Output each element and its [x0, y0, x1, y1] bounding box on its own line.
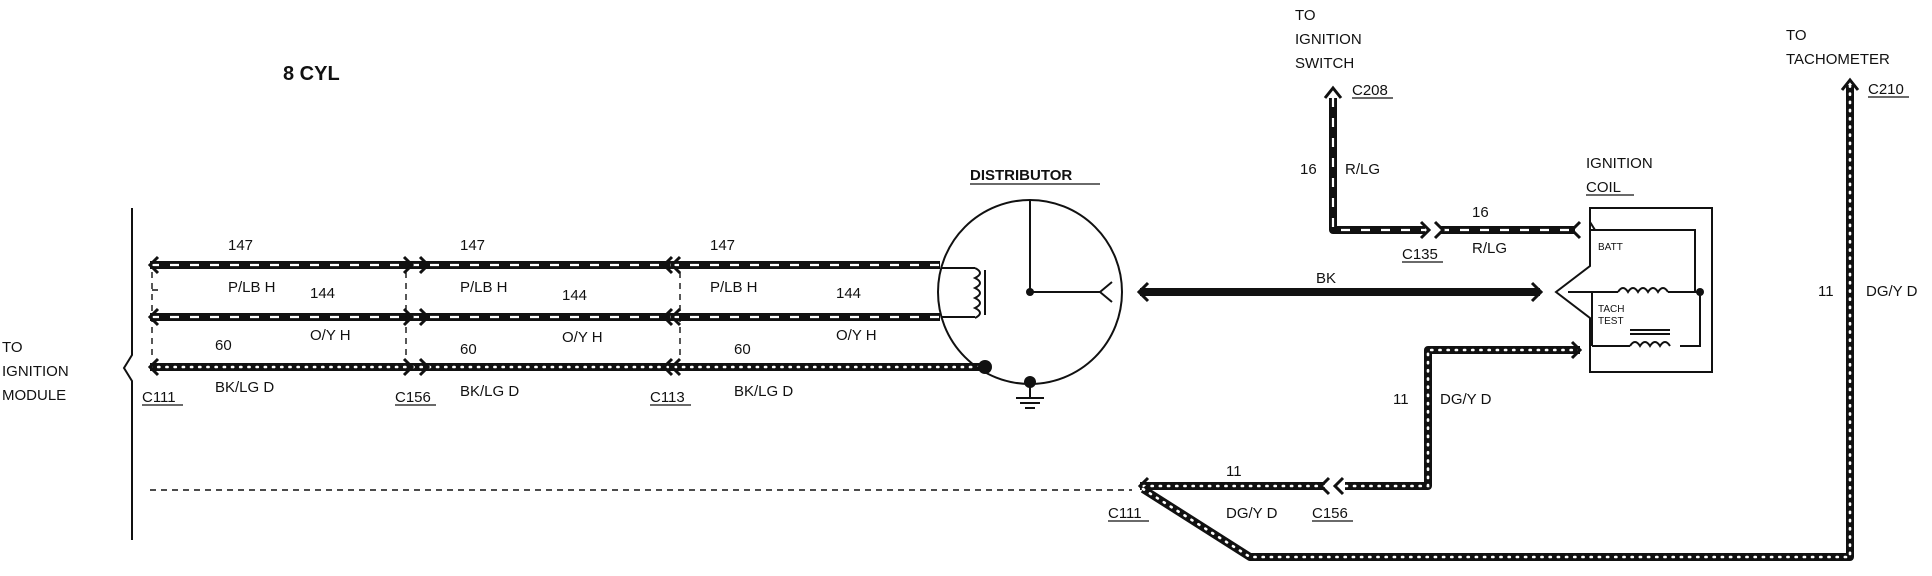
c147-number-1: 147 — [228, 237, 253, 254]
c60-number-3: 60 — [734, 341, 751, 358]
c144-number-2: 144 — [562, 287, 587, 304]
c60-color-2: BK/LG D — [460, 383, 519, 400]
to-tachometer-line2: TACHOMETER — [1786, 51, 1890, 68]
c16-number-vertical: 16 — [1300, 161, 1317, 178]
to-ignition-module-line3: MODULE — [2, 387, 66, 404]
c60-color-3: BK/LG D — [734, 383, 793, 400]
c147-color-1: P/LB H — [228, 279, 276, 296]
tach-test-label-line1: TACH — [1598, 304, 1624, 315]
c11-color-tach: DG/Y D — [1866, 283, 1918, 300]
c16-color-vertical: R/LG — [1345, 161, 1380, 178]
c144-number-3: 144 — [836, 285, 861, 302]
distributor — [937, 199, 1123, 409]
c11-color-coil: DG/Y D — [1440, 391, 1492, 408]
c11-number-tach: 11 — [1818, 283, 1834, 300]
c147-color-2: P/LB H — [460, 279, 508, 296]
c135-label: C135 — [1402, 246, 1438, 263]
module-bracket — [122, 208, 133, 540]
to-ignition-switch-line3: SWITCH — [1295, 55, 1354, 72]
ignition-coil-label-line2: COIL — [1586, 179, 1621, 196]
connector-chevrons-c111 — [147, 255, 415, 377]
c147-color-3: P/LB H — [710, 279, 758, 296]
distributor-label: DISTRIBUTOR — [970, 167, 1072, 184]
to-ignition-switch-line1: TO — [1295, 7, 1316, 24]
c147-number-3: 147 — [710, 237, 735, 254]
wire-16 — [1323, 85, 1582, 240]
c144-number-1: 144 — [310, 285, 335, 302]
ignition-coil-label-line1: IGNITION — [1586, 155, 1653, 172]
connector-chevrons-c113 — [661, 255, 674, 377]
c16-color-horizontal: R/LG — [1472, 240, 1507, 257]
wire-11-coil — [1343, 340, 1583, 490]
diagram-title: 8 CYL — [283, 63, 340, 85]
to-ignition-module-line1: TO — [2, 339, 23, 356]
c147-number-2: 147 — [460, 237, 485, 254]
to-ignition-module-line2: IGNITION — [2, 363, 69, 380]
ignition-coil — [1554, 207, 1713, 373]
c60-number-1: 60 — [215, 337, 232, 354]
c60-number-2: 60 — [460, 341, 477, 358]
c11-number-lower: 11 — [1226, 463, 1242, 480]
c144-color-1: O/Y H — [310, 327, 351, 344]
wire-11-lower — [1137, 476, 1345, 496]
c11-number-coil: 11 — [1393, 391, 1409, 408]
c113-label: C113 — [650, 389, 685, 406]
c111-label: C111 — [142, 389, 176, 406]
wire-11-tach — [1140, 77, 1860, 561]
c11-color-lower: DG/Y D — [1226, 505, 1278, 522]
c60-color-1: BK/LG D — [215, 379, 274, 396]
to-tachometer-line1: TO — [1786, 27, 1807, 44]
c210-label: C210 — [1868, 81, 1904, 98]
to-ignition-switch-line2: IGNITION — [1295, 31, 1362, 48]
c156-low-label: C156 — [1312, 505, 1348, 522]
connector-chevrons-c156 — [418, 255, 682, 377]
wire-bk — [1136, 281, 1544, 303]
c156-label: C156 — [395, 389, 431, 406]
bk-label: BK — [1316, 270, 1336, 287]
c144-color-3: O/Y H — [836, 327, 877, 344]
c208-label: C208 — [1352, 82, 1388, 99]
c144-color-2: O/Y H — [562, 329, 603, 346]
c111-low-label: C111 — [1108, 505, 1142, 522]
tach-test-label-line2: TEST — [1598, 316, 1624, 327]
c16-number-horizontal: 16 — [1472, 204, 1489, 221]
batt-label: BATT — [1598, 242, 1623, 253]
